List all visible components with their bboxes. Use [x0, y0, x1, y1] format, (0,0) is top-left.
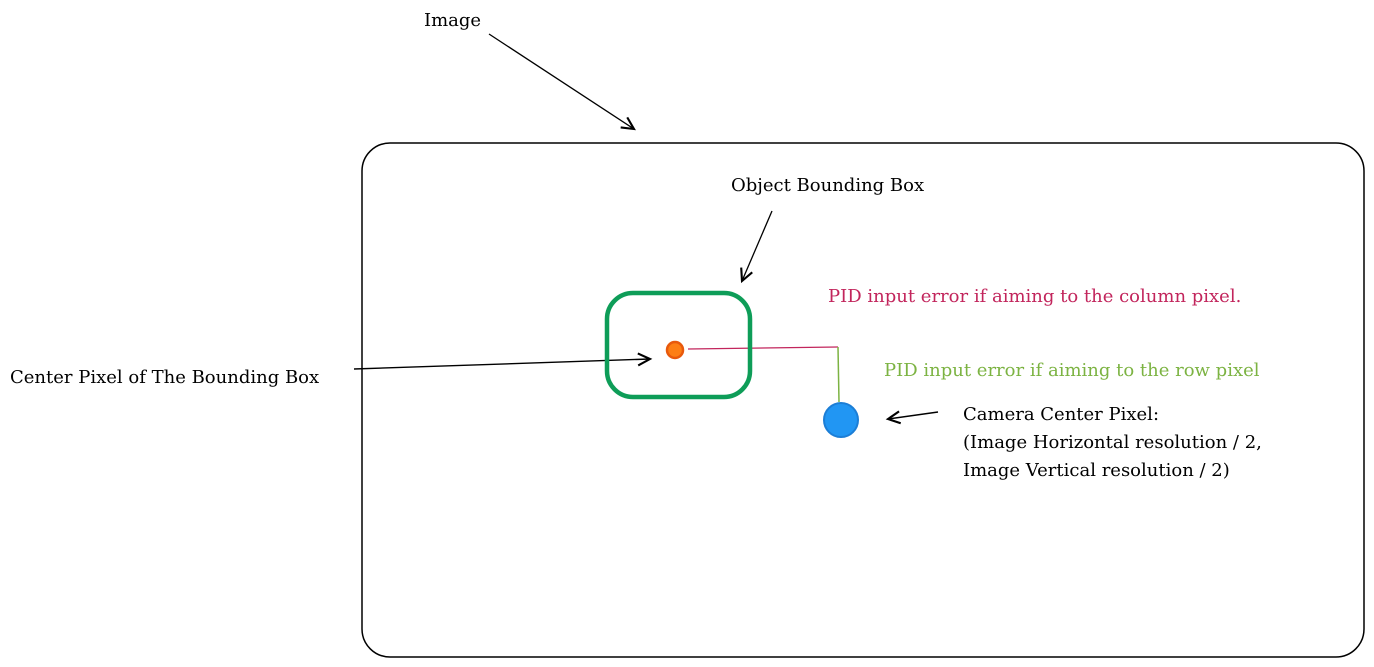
pid-row-error-label: PID input error if aiming to the row pix…: [884, 360, 1260, 381]
camera-center-label-line2: (Image Horizontal resolution / 2,: [963, 432, 1262, 453]
pid-row-error-line: [837, 346, 840, 403]
pid-column-error-line: [687, 346, 839, 350]
center-pixel-arrow: [353, 352, 653, 370]
object-bounding-box-label: Object Bounding Box: [731, 175, 925, 196]
object-bounding-box: [604, 290, 753, 400]
image-label: Image: [424, 10, 482, 31]
pid-column-error-label: PID input error if aiming to the column …: [828, 286, 1242, 307]
center-pixel-label: Center Pixel of The Bounding Box: [10, 367, 320, 388]
image-arrow: [488, 33, 636, 131]
image-frame: [361, 142, 1365, 658]
camera-center-label-line1: Camera Center Pixel:: [963, 404, 1160, 425]
camera-center-arrow: [885, 410, 939, 425]
camera-center-dot: [823, 402, 859, 438]
camera-center-label-line3: Image Vertical resolution / 2): [963, 460, 1230, 481]
bbox-center-dot: [665, 340, 685, 360]
bounding-box-arrow: [740, 210, 773, 284]
camera-center-label: Camera Center Pixel: (Image Horizontal r…: [963, 401, 1262, 485]
